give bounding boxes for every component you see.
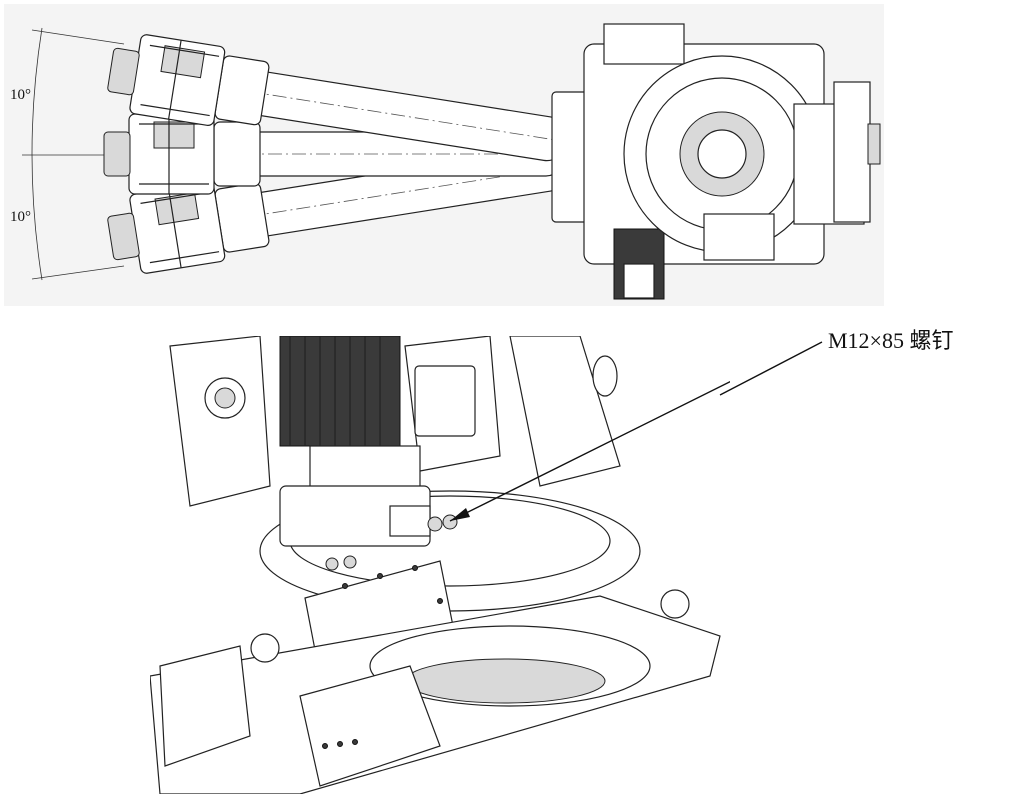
top-view-drawing: 10° 10° (4, 4, 884, 306)
robot-base-top (551, 23, 881, 300)
angle-label-lower: 10° (10, 209, 31, 225)
arm-position-lower (107, 34, 645, 162)
dimension-extension-lower (31, 265, 125, 280)
base-isometric-svg (150, 336, 730, 794)
top-view-svg (22, 23, 881, 300)
callout-leader-extension (719, 341, 823, 396)
callout-arrowhead (450, 508, 470, 521)
angle-label-upper: 10° (10, 87, 31, 103)
callout-leader-line (449, 380, 730, 522)
turntable-ring (259, 485, 641, 612)
base-isometric-drawing (150, 336, 730, 794)
angle-dimension-arc (31, 27, 43, 281)
screw-head (325, 557, 339, 571)
screw-head (427, 516, 443, 532)
dimension-extension-upper (31, 29, 125, 45)
base-plate (150, 589, 721, 794)
screw-callout-label: M12×85 螺钉 (828, 328, 954, 353)
screw-head (343, 555, 357, 569)
arm-position-middle (103, 113, 644, 195)
